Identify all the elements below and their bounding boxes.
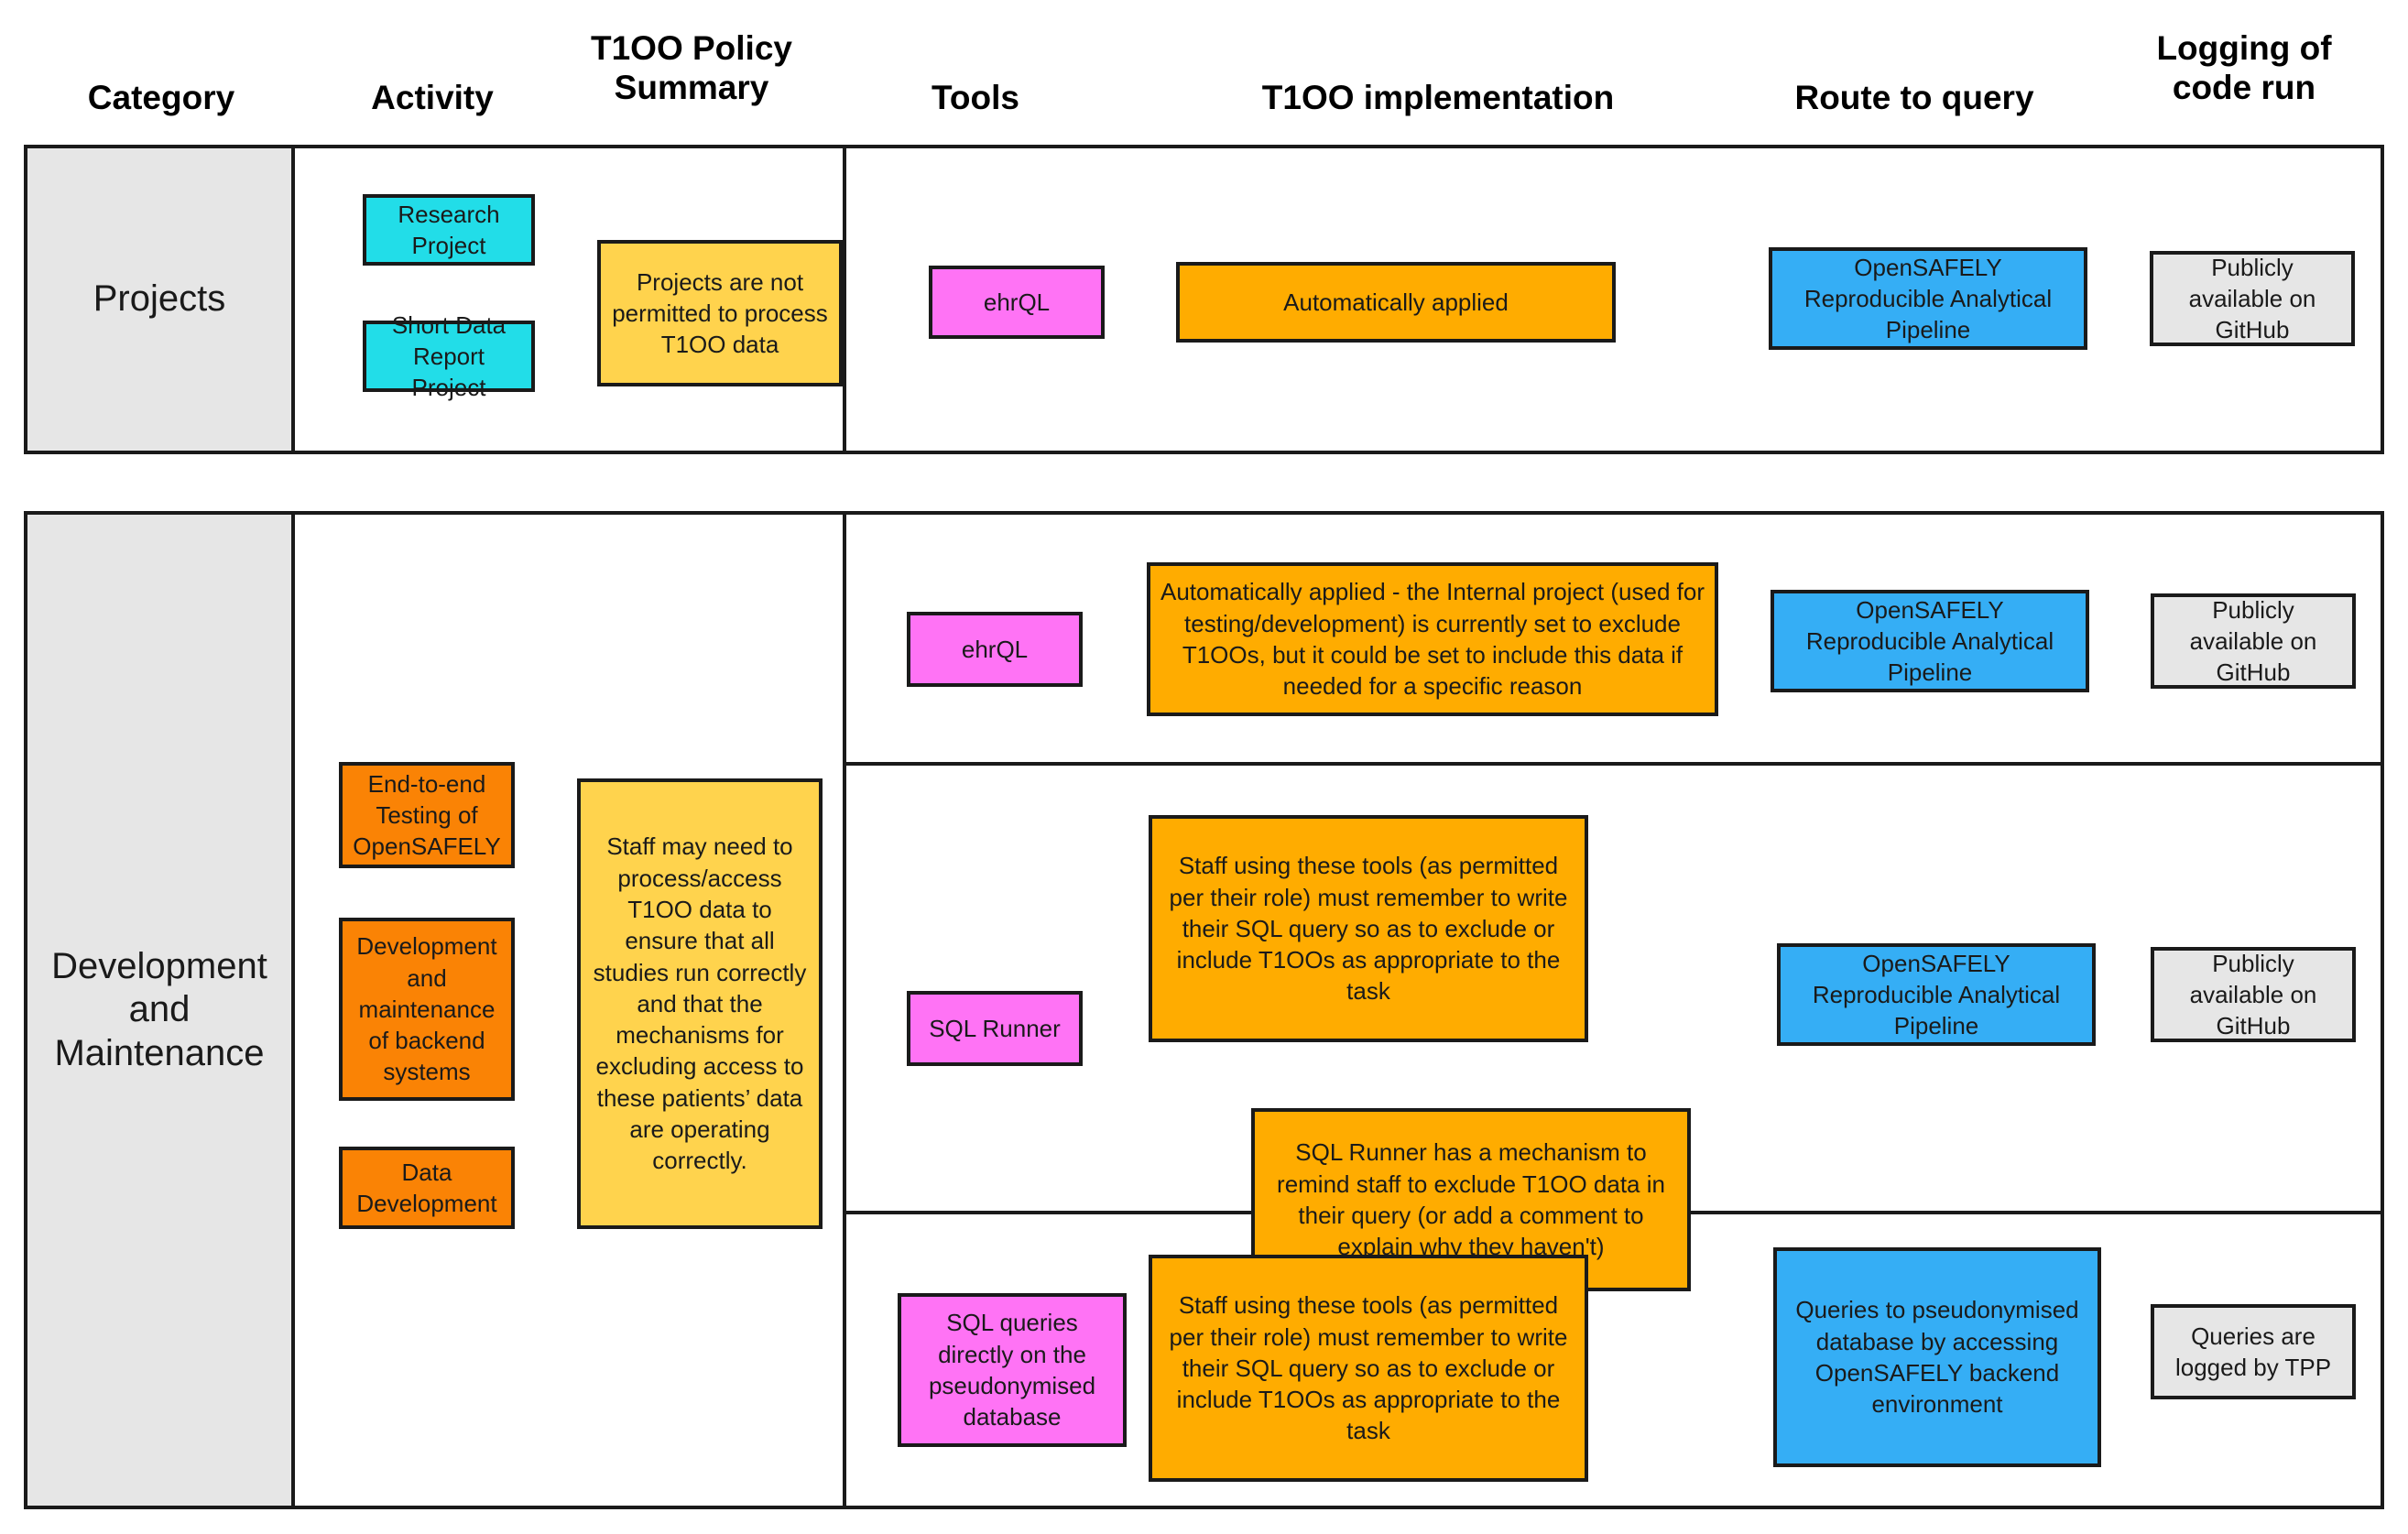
route-label: OpenSAFELY Reproducible Analytical Pipel… [1812,949,2061,1040]
header-route-to-query: Route to query [1794,79,2034,116]
policy-summary-text: Staff may need to process/access T1OO da… [593,832,807,1175]
category-cell-projects: Projects [27,148,295,451]
implementation-automatically-applied: Automatically applied [1176,262,1616,343]
header-logging-of-code-run: Logging of code run [2107,29,2381,107]
implementation-text: Staff using these tools (as permitted pe… [1169,1291,1568,1445]
tool-label: ehrQL [983,288,1051,316]
tool-sql-queries-pseudonymised-database[interactable]: SQL queries directly on the pseudonymise… [898,1293,1127,1447]
header-activity: Activity [371,79,494,116]
implementation-text: Staff using these tools (as permitted pe… [1169,852,1568,1006]
tool-label: SQL Runner [929,1014,1061,1042]
logging-label: Queries are logged by TPP [2174,1322,2332,1381]
category-label: Projects [93,278,226,320]
route-label: OpenSAFELY Reproducible Analytical Pipel… [1803,253,2053,344]
header-policy-summary: T1OO Policy Summary [540,29,843,107]
table-row-development-and-maintenance: Development and Maintenance End-to-end T… [24,511,2384,1509]
logging-publicly-available-github: Publicly available on GitHub [2150,251,2355,346]
implementation-staff-sql-query-exclude: Staff using these tools (as permitted pe… [1149,815,1588,1042]
tool-label: SQL queries directly on the pseudonymise… [928,1309,1096,1431]
category-cell-development: Development and Maintenance [27,515,295,1506]
implementation-text: Automatically applied - the Internal pro… [1160,578,1705,701]
activity-short-data-report-project[interactable]: Short Data Report Project [363,311,535,401]
logging-publicly-available-github: Publicly available on GitHub [2151,947,2356,1042]
table-row-projects: Projects Research Project Short Data Rep… [24,145,2384,454]
route-opensafely-rap[interactable]: OpenSAFELY Reproducible Analytical Pipel… [1769,247,2087,350]
implementation-text: Automatically applied [1283,288,1509,316]
header-logging-line1: Logging of [2156,29,2332,67]
subrow-divider-1 [843,762,2381,766]
header-category: Category [87,79,235,116]
column-divider-policy [843,515,846,1506]
column-headers: Category Activity T1OO Policy Summary To… [0,0,2408,145]
logging-label: Publicly available on GitHub [2189,595,2317,687]
route-opensafely-rap[interactable]: OpenSAFELY Reproducible Analytical Pipel… [1771,590,2089,692]
implementation-text: SQL Runner has a mechanism to remind sta… [1277,1138,1665,1261]
activity-data-development[interactable]: Data Development [339,1147,515,1229]
policy-summary-projects: Projects are not permitted to process T1… [597,240,843,386]
policy-summary-development: Staff may need to process/access T1OO da… [577,778,823,1229]
activity-research-project[interactable]: Research Project [363,194,535,266]
policy-summary-text: Projects are not permitted to process T1… [612,267,828,359]
activity-development-and-maintenance-backend[interactable]: Development and maintenance of backend s… [339,918,515,1101]
activity-label: Research Project [398,200,500,259]
header-implementation: T1OO implementation [1261,79,1615,116]
implementation-staff-sql-query-exclude: Staff using these tools (as permitted pe… [1149,1255,1588,1482]
logging-queries-logged-by-tpp: Queries are logged by TPP [2151,1304,2356,1399]
logging-label: Publicly available on GitHub [2188,253,2316,344]
activity-label: End-to-end Testing of OpenSAFELY [353,769,501,861]
activity-end-to-end-testing[interactable]: End-to-end Testing of OpenSAFELY [339,762,515,868]
tool-ehrql[interactable]: ehrQL [929,266,1105,339]
header-logging-line2: code run [2172,68,2316,106]
header-policy-summary-line1: T1OO Policy [590,29,792,67]
implementation-automatically-applied-internal: Automatically applied - the Internal pro… [1147,562,1718,716]
route-opensafely-rap[interactable]: OpenSAFELY Reproducible Analytical Pipel… [1777,943,2096,1046]
activity-label: Development and maintenance of backend s… [356,932,497,1086]
logging-publicly-available-github: Publicly available on GitHub [2151,593,2356,689]
header-policy-summary-line2: Summary [614,68,769,106]
route-label: Queries to pseudonymised database by acc… [1795,1296,2079,1419]
column-divider-policy [843,148,846,451]
activity-label: Short Data Report Project [391,310,507,402]
tool-label: ehrQL [961,635,1029,663]
route-pseudonymised-database-backend[interactable]: Queries to pseudonymised database by acc… [1773,1247,2101,1467]
tool-sql-runner[interactable]: SQL Runner [907,991,1083,1066]
header-tools: Tools [932,79,1019,116]
tool-ehrql[interactable]: ehrQL [907,612,1083,687]
logging-label: Publicly available on GitHub [2189,949,2317,1040]
route-label: OpenSAFELY Reproducible Analytical Pipel… [1805,595,2054,687]
activity-label: Data Development [356,1158,497,1217]
category-label: Development and Maintenance [51,946,267,1073]
